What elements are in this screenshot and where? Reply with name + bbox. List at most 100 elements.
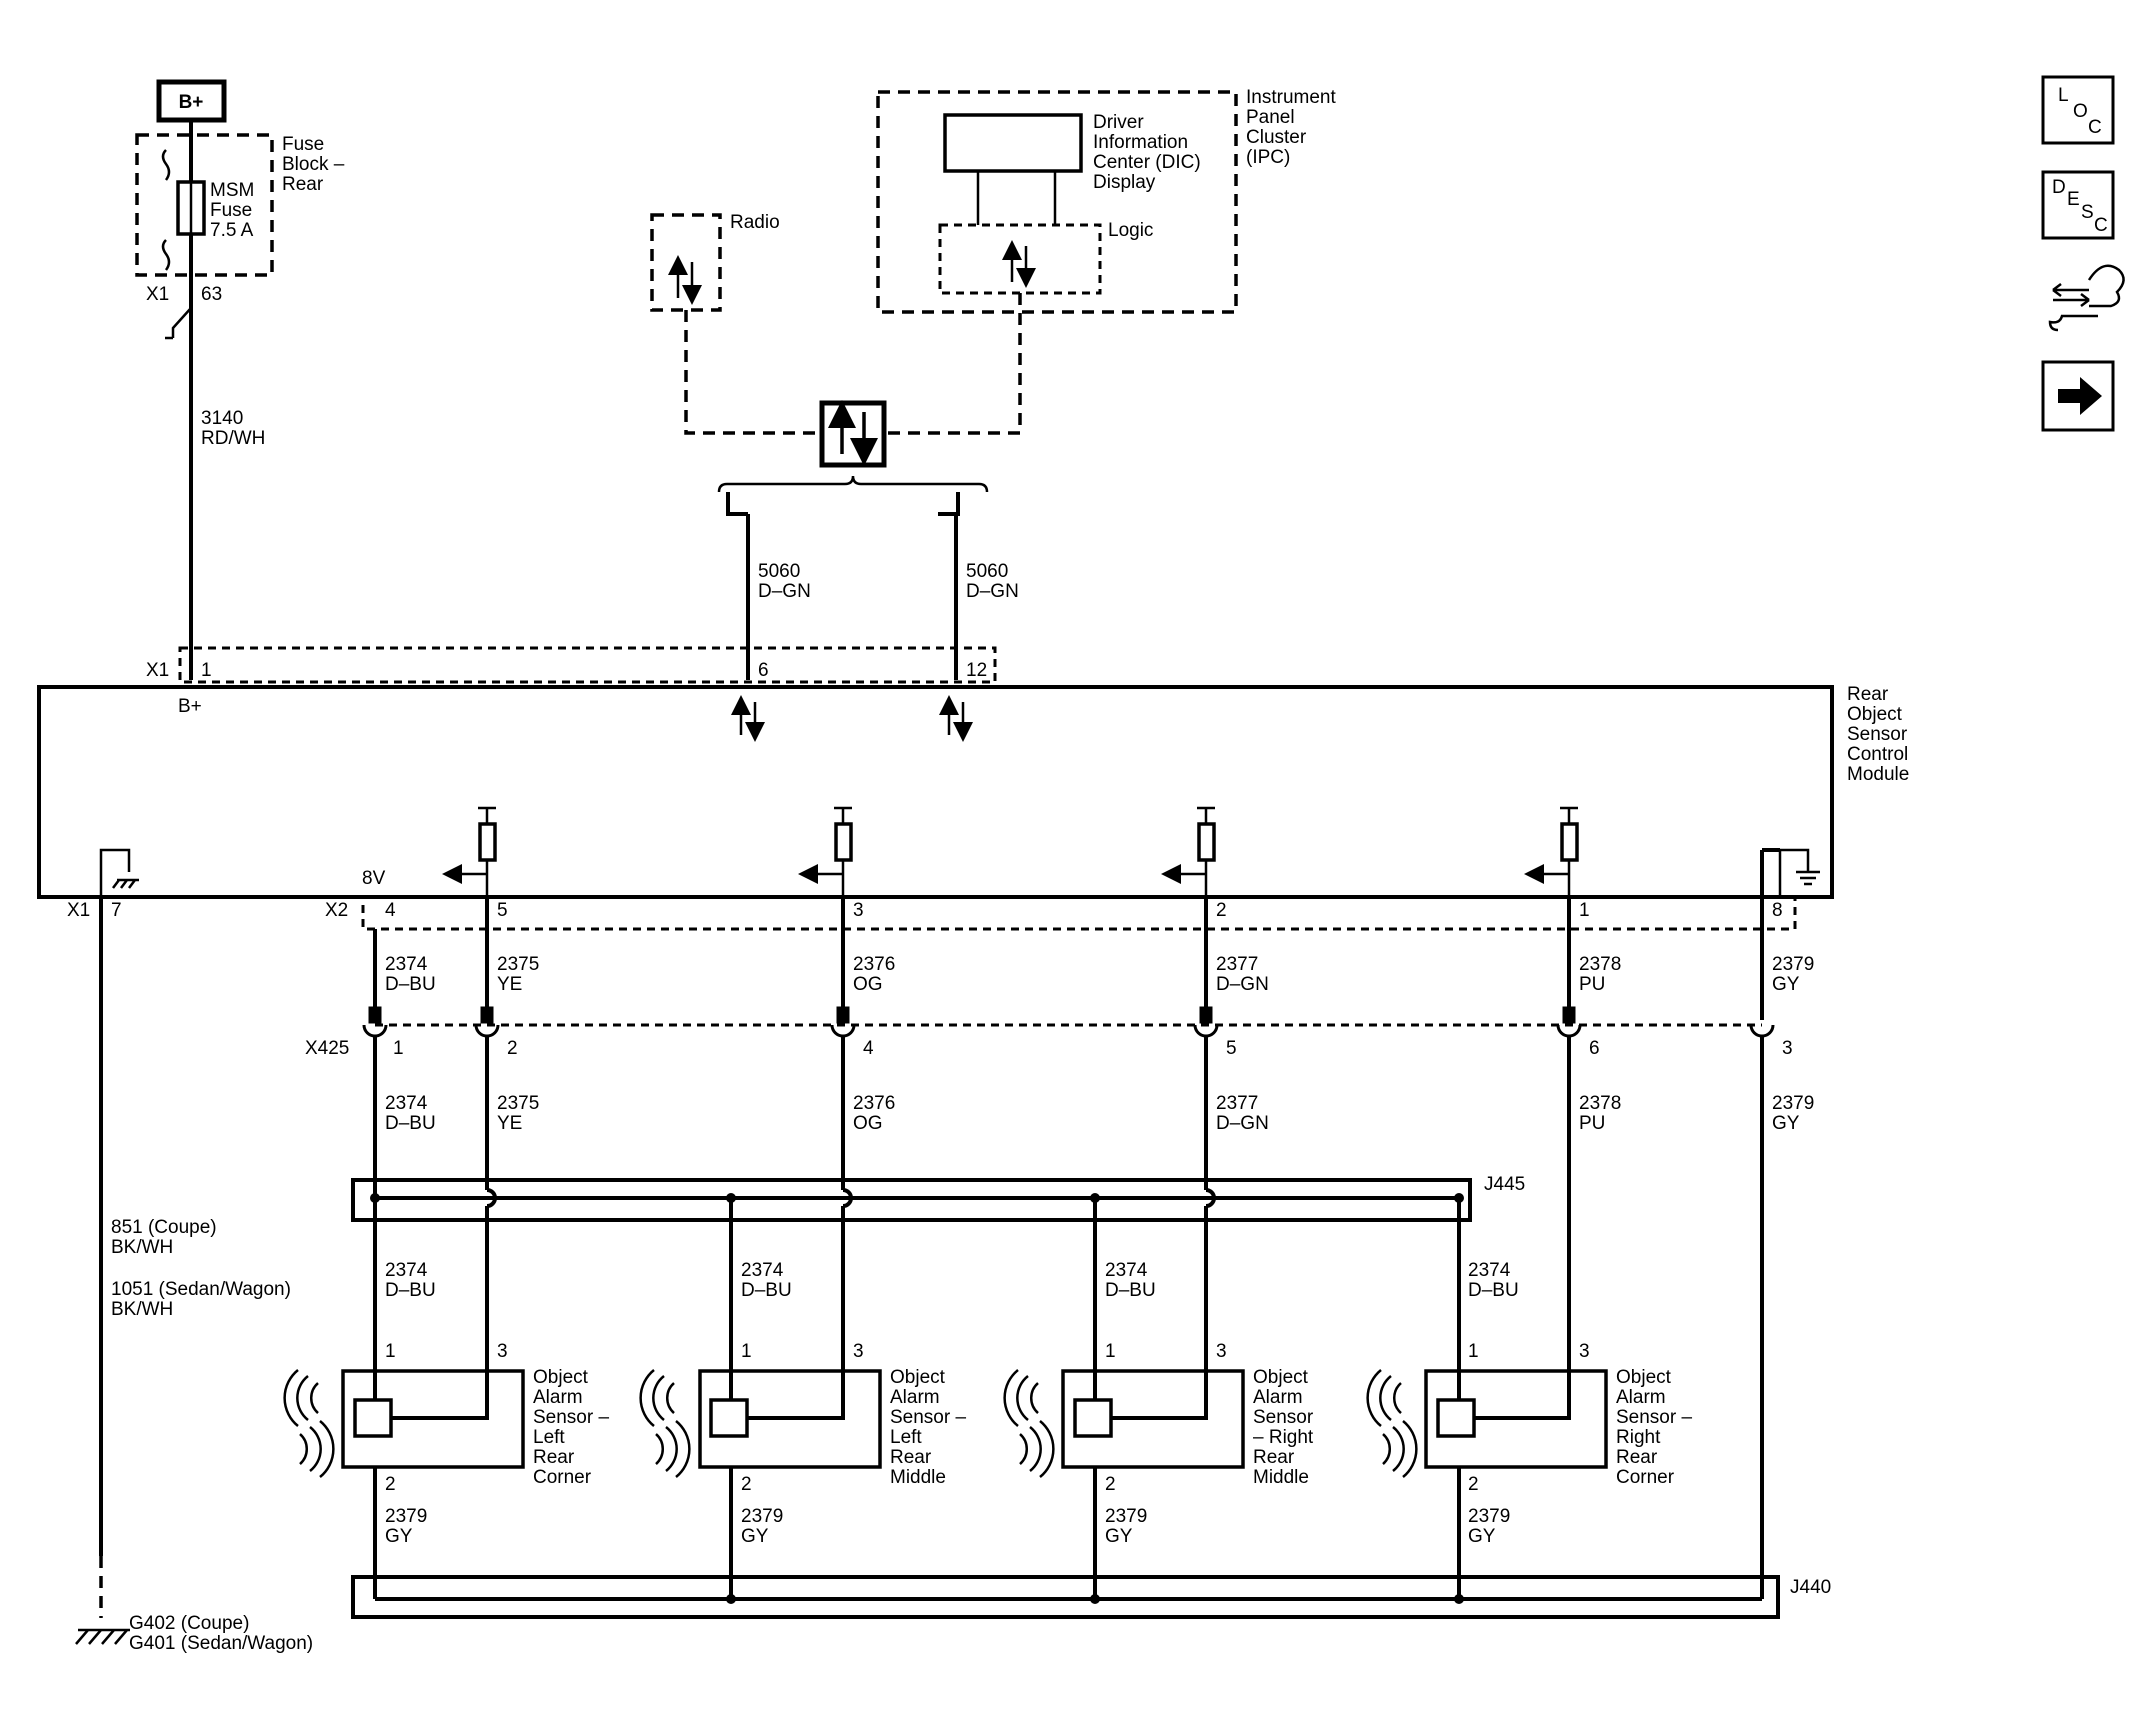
desc-icon[interactable]: D E S C (2041, 170, 2115, 240)
svg-text:D–BU: D–BU (1105, 1280, 1156, 1301)
svg-text:Rear: Rear (533, 1447, 575, 1468)
svg-text:Logic: Logic (1108, 220, 1153, 241)
object-alarm-sensor-right-rear-middle: 2374 D–BU 1 3 Object Alarm Sensor – Righ… (1003, 1198, 1314, 1599)
svg-text:2: 2 (507, 1038, 518, 1059)
object-alarm-sensor-left-rear-corner: 2374 D–BU 1 3 Object Alarm Sensor – Left… (283, 1220, 609, 1599)
chassis-ground-symbol (99, 848, 139, 897)
ground-point-g401: G401 (Sedan/Wagon) (129, 1633, 313, 1654)
connector-symbol (165, 307, 192, 340)
svg-text:3: 3 (497, 1341, 508, 1362)
svg-text:2374: 2374 (1468, 1260, 1511, 1281)
svg-text:5: 5 (1226, 1038, 1237, 1059)
svg-text:3: 3 (1782, 1038, 1793, 1059)
pullup-pin-3 (798, 806, 853, 897)
svg-text:2374: 2374 (741, 1260, 784, 1281)
svg-text:Corner: Corner (1616, 1467, 1675, 1488)
svg-text:Rear: Rear (1847, 684, 1889, 705)
svg-text:J445: J445 (1484, 1174, 1525, 1195)
dic-display: Driver Information Center (DIC) Display (943, 112, 1201, 193)
wire-2375-lower: 2375 (497, 1093, 539, 1114)
wire-2378-lower: 2378 (1579, 1093, 1621, 1114)
svg-text:4: 4 (385, 900, 396, 921)
svg-text:3: 3 (1216, 1341, 1227, 1362)
ground-connector-label: X1 (67, 900, 90, 921)
svg-text:8V: 8V (362, 868, 386, 889)
svg-text:Object: Object (1616, 1367, 1672, 1388)
svg-text:Sensor –: Sensor – (1616, 1407, 1692, 1428)
svg-text:X2: X2 (325, 900, 348, 921)
svg-text:GY: GY (741, 1526, 769, 1547)
svg-text:(IPC): (IPC) (1246, 147, 1290, 168)
svg-text:C: C (2094, 215, 2108, 236)
wire-2379-lower: 2379 (1772, 1093, 1814, 1114)
svg-text:D–BU: D–BU (385, 1280, 436, 1301)
pullup-pin-2 (1161, 806, 1216, 897)
svg-text:C: C (2088, 117, 2102, 138)
ground-wire-coupe-color: BK/WH (111, 1237, 173, 1258)
svg-text:Object: Object (1847, 704, 1903, 725)
svg-text:1: 1 (201, 660, 212, 681)
ground-wire-coupe: 851 (Coupe) (111, 1217, 217, 1238)
svg-text:Driver: Driver (1093, 112, 1144, 133)
serial-wire-2-circuit: 5060 (966, 561, 1008, 582)
svg-text:Middle: Middle (1253, 1467, 1309, 1488)
svg-text:E: E (2067, 189, 2080, 210)
power-wire-color: RD/WH (201, 428, 265, 449)
serial-terminal-right (938, 492, 960, 516)
svg-text:– Right: – Right (1253, 1427, 1314, 1448)
svg-text:1: 1 (393, 1038, 404, 1059)
svg-text:2374: 2374 (1105, 1260, 1148, 1281)
ground-wire-sedan-color: BK/WH (111, 1299, 173, 1320)
svg-text:2: 2 (1216, 900, 1227, 921)
svg-text:Sensor –: Sensor – (890, 1407, 966, 1428)
x2-connector: X2 4 5 3 2 1 8 (325, 895, 1797, 931)
sensor-pullups (442, 806, 1579, 897)
object-alarm-sensor-left-rear-middle: 2374 D–BU 1 3 Object Alarm Sensor – Left… (639, 1198, 966, 1599)
svg-text:2: 2 (741, 1474, 752, 1495)
svg-text:Alarm: Alarm (533, 1387, 583, 1408)
wire-2374-lower-color: D–BU (385, 1113, 436, 1134)
svg-text:1: 1 (1579, 900, 1590, 921)
ground-point-g402: G402 (Coupe) (129, 1613, 249, 1634)
svg-text:2374: 2374 (385, 1260, 428, 1281)
wire-2379-upper-color: GY (1772, 974, 1800, 995)
svg-text:D: D (2052, 177, 2066, 198)
svg-text:Alarm: Alarm (1616, 1387, 1666, 1408)
svg-text:Rear: Rear (890, 1447, 932, 1468)
svg-text:Rear: Rear (1253, 1447, 1295, 1468)
wire-2376-upper: 2376 (853, 954, 895, 975)
wire-2377-lower-color: D–GN (1216, 1113, 1269, 1134)
wire-2379-upper: 2379 (1772, 954, 1814, 975)
svg-text:3: 3 (853, 1341, 864, 1362)
svg-text:Fuse: Fuse (210, 200, 252, 221)
serial-wire-2-color: D–GN (966, 581, 1019, 602)
ipc-logic: Logic (938, 220, 1153, 295)
wire-2374-upper: 2374 (385, 954, 428, 975)
svg-text:B+: B+ (179, 92, 204, 113)
svg-text:Module: Module (1847, 764, 1909, 785)
svg-text:Object: Object (890, 1367, 946, 1388)
svg-text:12: 12 (966, 660, 987, 681)
svg-text:D–BU: D–BU (1468, 1280, 1519, 1301)
upper-circuits (373, 848, 1780, 1020)
loc-icon[interactable]: L O C (2041, 75, 2115, 145)
splice-pack-j445: J445 (351, 1174, 1525, 1222)
wire-2375-upper-color: YE (497, 974, 522, 995)
connector-tool-icon[interactable] (2048, 264, 2125, 332)
svg-text:Sensor: Sensor (1847, 724, 1908, 745)
power-wire-circuit: 3140 (201, 408, 243, 429)
svg-text:Control: Control (1847, 744, 1908, 765)
svg-text:1: 1 (741, 1341, 752, 1362)
svg-text:J440: J440 (1790, 1577, 1831, 1598)
svg-text:GY: GY (1468, 1526, 1496, 1547)
rear-object-sensor-control-module: Rear Object Sensor Control Module X1 1 6… (37, 646, 1909, 899)
msm-fuse: MSM Fuse 7.5 A (176, 180, 254, 241)
svg-text:1: 1 (1105, 1341, 1116, 1362)
next-arrow-icon[interactable] (2041, 360, 2115, 432)
pullup-pin-5 (442, 806, 497, 897)
svg-text:Corner: Corner (533, 1467, 592, 1488)
splice-pack-j440: J440 (351, 1575, 1831, 1619)
svg-text:Object: Object (533, 1367, 589, 1388)
svg-text:2: 2 (385, 1474, 396, 1495)
serial-data-brace (717, 475, 989, 493)
